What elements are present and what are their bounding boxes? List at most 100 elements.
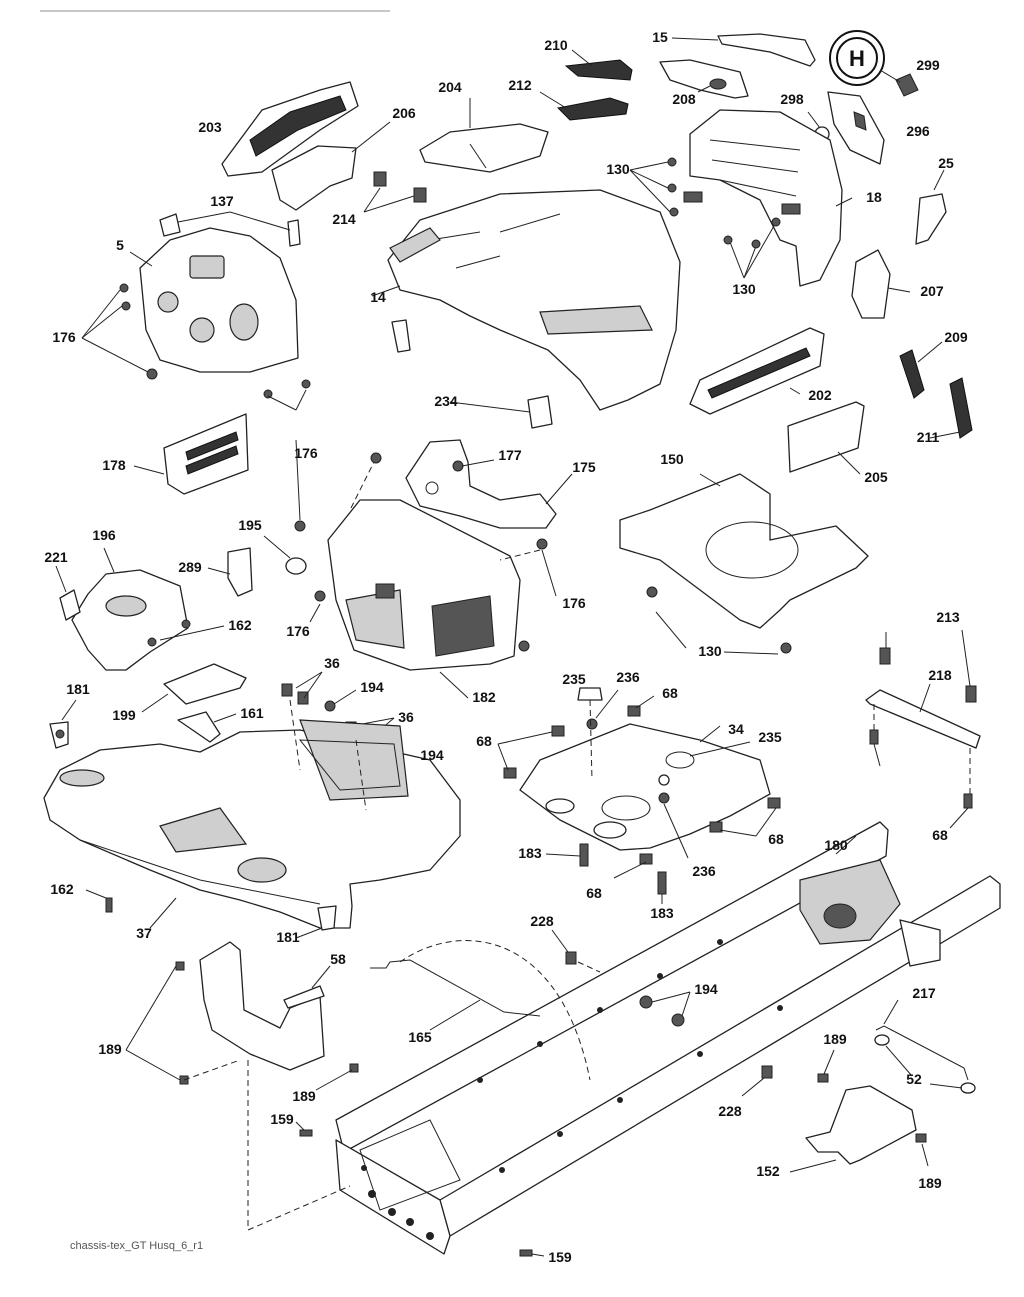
callout-18: 18: [866, 189, 882, 205]
callout-289: 289: [178, 559, 202, 575]
part-34-mounting-plate: [519, 723, 771, 851]
part-210-mesh: [564, 49, 633, 81]
callout-199: 199: [112, 707, 136, 723]
callout-152: 152: [756, 1163, 780, 1179]
callout-194: 194: [360, 679, 384, 695]
callout-68: 68: [932, 827, 948, 843]
callout-206: 206: [392, 105, 416, 121]
callout-161: 161: [240, 705, 264, 721]
part-180-frame-rails: [335, 821, 1001, 1255]
callout-182: 182: [472, 689, 496, 705]
callout-181: 181: [66, 681, 90, 697]
part-212-mesh: [539, 91, 629, 121]
callout-189: 189: [98, 1041, 122, 1057]
callout-235: 235: [758, 729, 782, 745]
callout-211: 211: [917, 429, 940, 445]
callout-194: 194: [420, 747, 444, 763]
part-217-52-rod: [874, 999, 976, 1094]
callout-68: 68: [662, 685, 678, 701]
callout-213: 213: [936, 609, 960, 625]
callout-52: 52: [906, 1071, 922, 1087]
callout-183: 183: [650, 905, 674, 921]
callout-214: 214: [332, 211, 356, 227]
part-162-screw: [147, 619, 225, 647]
callout-159: 159: [270, 1111, 294, 1127]
part-178-vent-plate: [133, 413, 249, 495]
callout-162: 162: [50, 881, 74, 897]
callout-236: 236: [692, 863, 716, 879]
callout-189: 189: [918, 1175, 942, 1191]
callout-180: 180: [824, 837, 848, 853]
part-58-bracket: [125, 941, 359, 1231]
callout-218: 218: [928, 667, 952, 683]
part-194-frame-nuts: [639, 991, 691, 1027]
part-195-grommet: [263, 535, 307, 575]
callout-36: 36: [324, 655, 340, 671]
callout-5: 5: [116, 237, 124, 253]
callout-14: 14: [370, 289, 386, 305]
callout-296: 296: [906, 123, 930, 139]
part-234-pad: [391, 319, 553, 429]
callout-175: 175: [572, 459, 596, 475]
callout-178: 178: [102, 457, 126, 473]
part-218-bracket: [865, 629, 981, 829]
part-130-screws-upper: [629, 157, 781, 279]
callout-228: 228: [530, 913, 554, 929]
part-208-bracket: [659, 59, 749, 99]
callout-137: 137: [210, 193, 234, 209]
part-162-181-lower: [85, 889, 337, 939]
part-214-clips: [363, 171, 427, 213]
part-175-177-bracket: [405, 439, 573, 529]
callout-204: 204: [438, 79, 462, 95]
callout-165: 165: [408, 1029, 432, 1045]
part-204-hood-cover: [419, 98, 549, 173]
part-176-screws-left: [81, 283, 311, 399]
callout-181: 181: [276, 929, 300, 945]
husqvarna-logo-badge: H: [829, 30, 919, 97]
callout-205: 205: [864, 469, 888, 485]
header-rule: [40, 10, 390, 20]
part-235-236-bushings: [577, 687, 689, 859]
callout-235: 235: [562, 671, 586, 687]
callout-299: 299: [916, 57, 940, 73]
callout-150: 150: [660, 451, 684, 467]
callout-189: 189: [292, 1088, 316, 1104]
part-183-studs: [545, 843, 667, 904]
part-176-screws-mid: [267, 389, 557, 652]
part-196-seat-pod: [55, 547, 189, 671]
callout-194: 194: [694, 981, 718, 997]
callout-58: 58: [330, 951, 346, 967]
callout-37: 37: [136, 925, 152, 941]
callout-177: 177: [498, 447, 522, 463]
part-209-211-mesh: [899, 341, 973, 439]
part-199-161-plates: [141, 663, 247, 743]
callout-221: 221: [44, 549, 68, 565]
callout-162: 162: [228, 617, 252, 633]
callout-25: 25: [938, 155, 954, 171]
part-181-nut-left: [49, 699, 77, 749]
part-68-bolts-plate: [497, 695, 781, 879]
part-137-bracket: [159, 211, 301, 247]
callout-36: 36: [398, 709, 414, 725]
part-37-rear-fender: [43, 699, 461, 929]
callout-195: 195: [238, 517, 262, 533]
callout-15: 15: [652, 29, 668, 45]
callout-189: 189: [823, 1031, 847, 1047]
part-182-front-panel: [327, 457, 541, 699]
part-205-trim: [787, 401, 865, 475]
svg-text:H: H: [849, 46, 865, 71]
part-152-guard: [789, 1049, 929, 1173]
part-165-rod: [370, 940, 591, 1081]
callout-34: 34: [728, 721, 744, 737]
callout-234: 234: [434, 393, 458, 409]
callout-68: 68: [586, 885, 602, 901]
callout-130: 130: [732, 281, 756, 297]
callout-207: 207: [920, 283, 944, 299]
callout-176: 176: [294, 445, 318, 461]
callout-210: 210: [544, 37, 568, 53]
callout-203: 203: [198, 119, 222, 135]
part-150-floor-pan: [619, 473, 869, 655]
part-207-light: [851, 249, 911, 319]
